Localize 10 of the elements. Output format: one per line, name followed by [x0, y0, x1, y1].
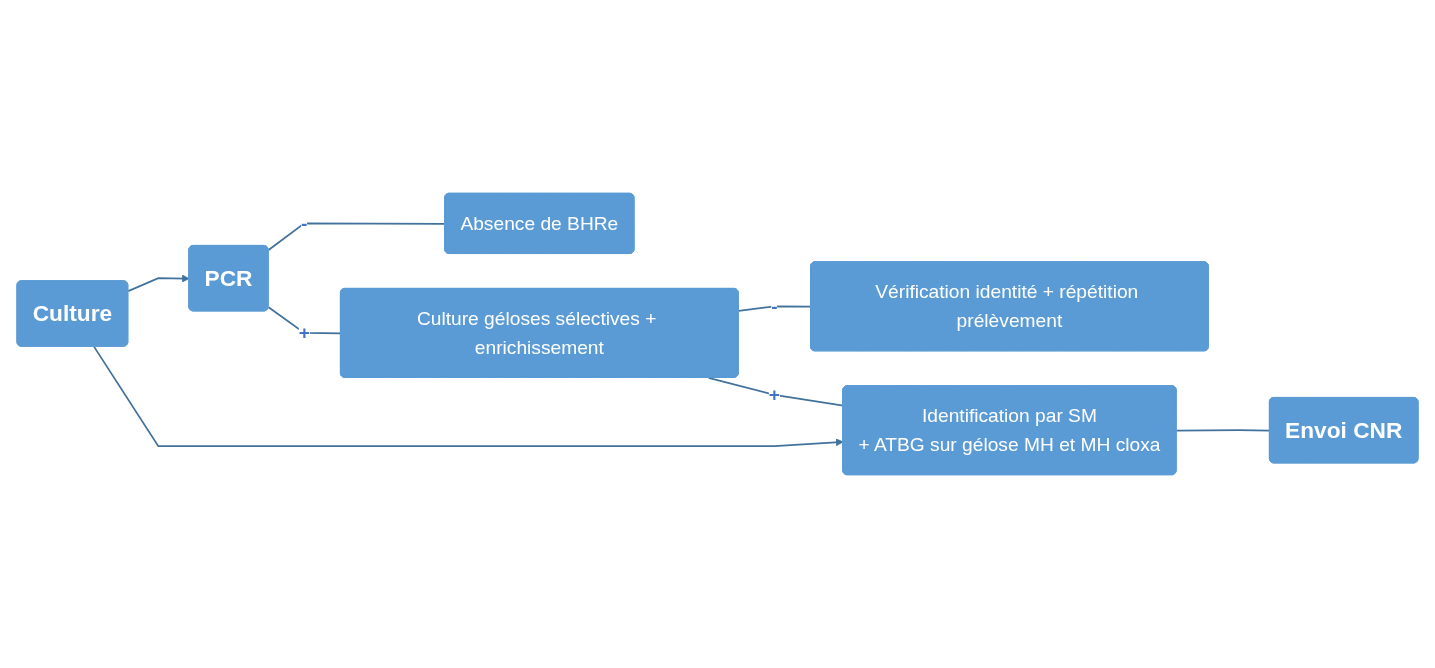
edge-label: - — [771, 295, 778, 318]
arrow — [93, 345, 844, 447]
arrow — [127, 274, 190, 293]
connector — [267, 306, 342, 335]
edge-label: + — [298, 322, 310, 344]
edge-label: - — [301, 212, 308, 235]
edge-label: + — [768, 383, 780, 406]
connector — [267, 222, 446, 251]
connector — [1175, 429, 1271, 432]
connector — [737, 305, 812, 312]
